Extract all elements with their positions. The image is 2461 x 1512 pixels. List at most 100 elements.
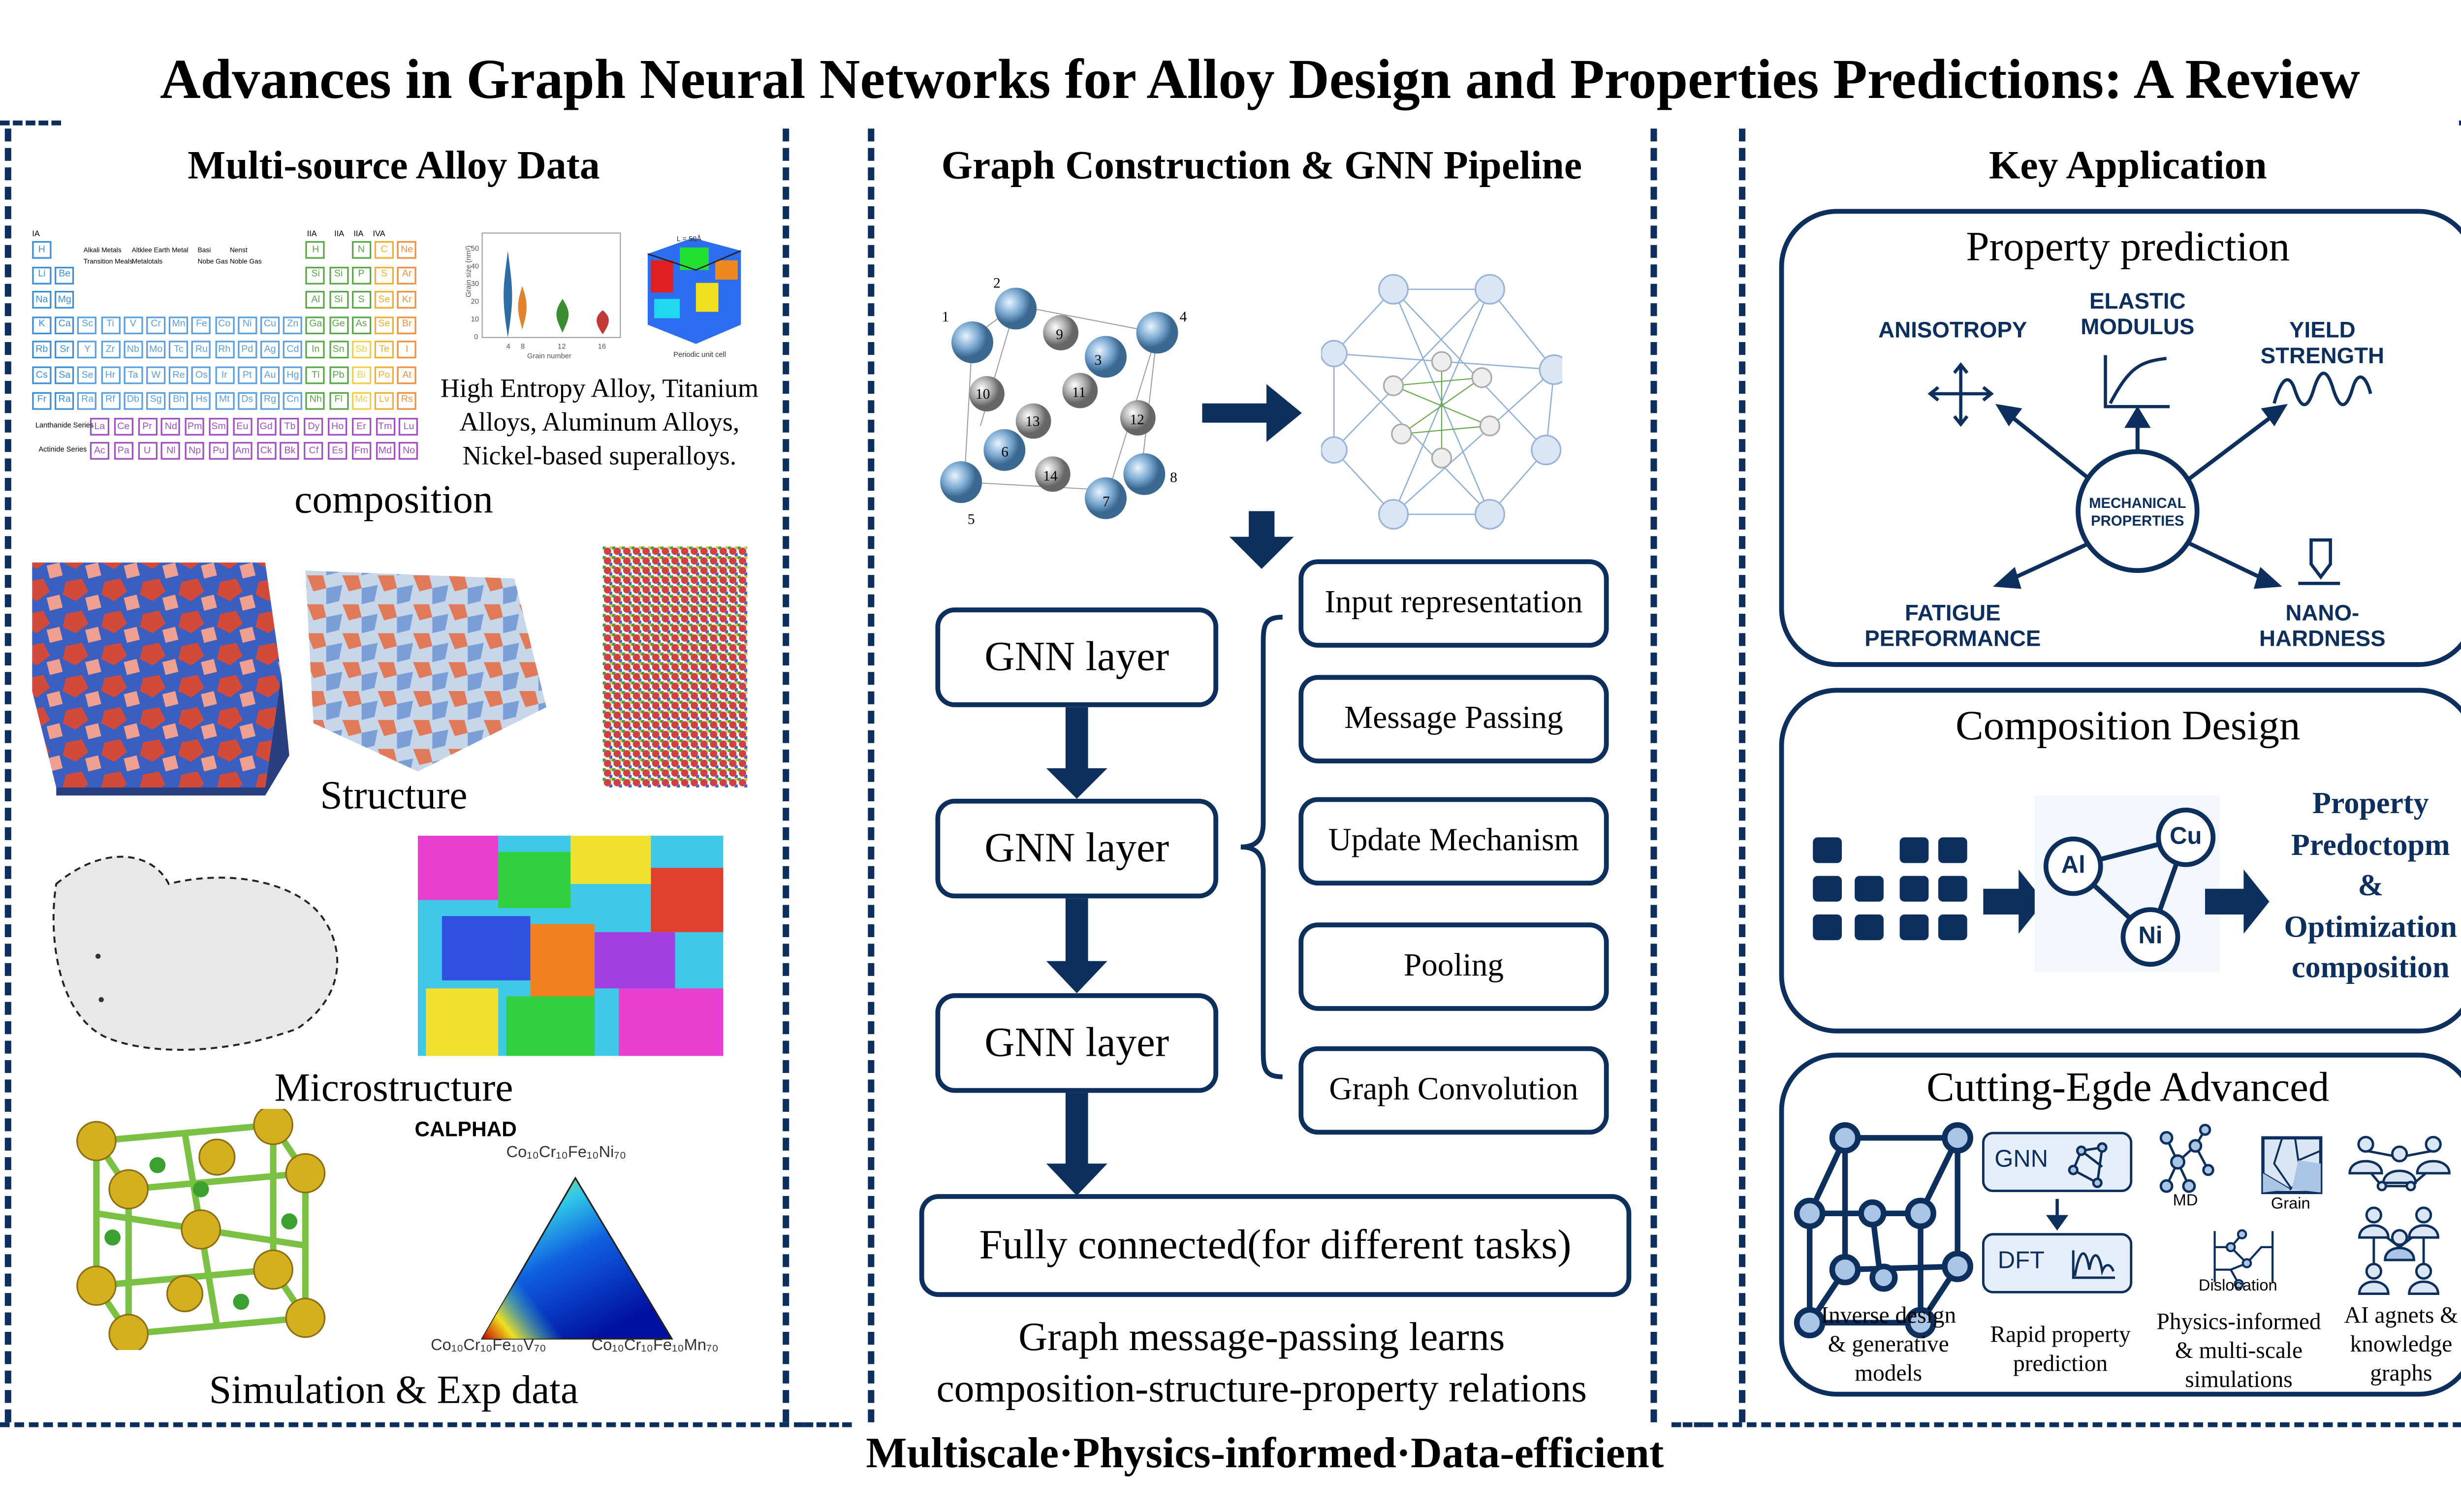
violin-12 [556, 299, 569, 333]
element-cell: Ca [55, 316, 74, 334]
element-cell: Pr [137, 417, 157, 436]
arrow-down-icon [1229, 511, 1294, 569]
svg-text:7: 7 [1103, 494, 1110, 510]
element-cell: S [351, 291, 371, 309]
element-cell: Sa [55, 366, 74, 384]
element-cell: Er [351, 417, 371, 436]
element-cell: Mg [55, 291, 74, 309]
element-cell: Tm [375, 417, 395, 436]
element-cell: Mn [169, 316, 189, 334]
element-cell: Nd [161, 417, 181, 436]
elastic-modulus-label: ELASTIC MODULUS [2081, 287, 2195, 339]
svg-text:8: 8 [1170, 470, 1177, 486]
figure-title: Advances in Graph Neural Networks for Al… [160, 48, 2360, 111]
element-cell: Ge [329, 316, 348, 334]
calphad-ternary-diagram [480, 1176, 673, 1340]
element-cell: Be [55, 266, 74, 284]
svg-text:3: 3 [1095, 352, 1102, 368]
microstructure-images [40, 835, 724, 1061]
element-cell: Sc [78, 316, 97, 334]
middle-heading: Graph Construction & GNN Pipeline [941, 144, 1582, 189]
group-label: IVA [373, 229, 385, 240]
gnn-layer-box: GNN layer [935, 798, 1219, 899]
element-cell: Ru [191, 341, 212, 359]
legend-item: Nobe Gas [197, 257, 228, 265]
grain-label: Grain [2271, 1196, 2310, 1214]
element-cell: Hs [191, 391, 212, 410]
svg-text:30: 30 [471, 280, 479, 288]
structure-label: Structure [320, 774, 468, 819]
step-graph-convolution: Graph Convolution [1298, 1046, 1609, 1135]
legend-item: Nenst [229, 246, 248, 254]
data-grid-icon [1813, 837, 1967, 941]
element-cell: Sg [146, 391, 166, 410]
element-cell: Rf [100, 391, 120, 410]
element-cell: Hg [283, 366, 303, 384]
element-cell: Re [169, 366, 189, 384]
element-cell: No [399, 441, 419, 460]
gnn-layer-box: GNN layer [935, 607, 1219, 707]
gnn-layer-box: GNN layer [935, 993, 1219, 1093]
yield-strength-label: YIELD STRENGTH [2260, 316, 2385, 368]
svg-text:5: 5 [968, 511, 975, 527]
group-label: IIA [334, 229, 345, 240]
element-cell: Bk [280, 441, 300, 460]
cutting-edge-panel: Cutting-Egde Advanced [1779, 1052, 2461, 1397]
element-cell: Ti [100, 316, 120, 334]
element-cell: Fe [191, 316, 212, 334]
actinide-label: Actinide Series [38, 445, 87, 453]
periodic-unit-cell-icon [647, 238, 741, 344]
element-cell: Li [32, 266, 52, 284]
divider [0, 1422, 804, 1427]
grain-block-image [32, 562, 282, 788]
svg-text:2: 2 [993, 275, 1001, 291]
svg-text:10: 10 [471, 315, 479, 323]
element-cell: V [123, 316, 143, 334]
violin-ylabel: Grain size (nm²) [465, 246, 473, 297]
element-cell: Nb [123, 341, 143, 359]
graph-network-image [1321, 274, 1562, 530]
cutting-edge-icons [1794, 1122, 2451, 1339]
crystal-lattice-icon [1794, 1122, 1973, 1339]
element-cell: Db [123, 391, 143, 410]
element-cell: Fr [32, 391, 52, 410]
step-message-passing: Message Passing [1298, 675, 1609, 764]
element-cell: Ra [55, 391, 74, 410]
group-label: IA [32, 229, 40, 240]
simulation-label: Simulation & Exp data [209, 1369, 579, 1413]
element-cell: Ni [237, 316, 257, 334]
element-cell: Ck [256, 441, 276, 460]
element-cell: Lu [399, 417, 419, 436]
node-ni: Ni [2138, 922, 2163, 950]
element-cell: Ds [237, 391, 257, 410]
svg-text:20: 20 [471, 298, 479, 306]
element-cell: Zr [100, 341, 120, 359]
svg-text:11: 11 [1072, 385, 1086, 401]
grain-icon [2261, 1136, 2323, 1195]
lanthanide-label: Lanthanide Series [35, 421, 94, 429]
gnn-icon [1982, 1132, 2133, 1193]
footer-tagline: Multiscale·Physics-informed·Data-efficie… [866, 1428, 1664, 1477]
gnn-label: GNN [1994, 1146, 2049, 1173]
structure-images [32, 546, 748, 796]
svg-text:12: 12 [1130, 412, 1144, 428]
node-cu: Cu [2170, 822, 2202, 850]
mechanical-properties-label: MECHANICAL PROPERTIES [2089, 495, 2186, 529]
element-cell: Am [232, 441, 252, 460]
grain-slab-image [305, 570, 547, 772]
arrow-right-icon [1202, 384, 1302, 442]
element-cell: Sn [329, 341, 348, 359]
calphad-top-label: Co₁₀Cr₁₀Fe₁₀Ni₇₀ [506, 1144, 627, 1162]
element-cell: Ne [397, 241, 417, 259]
element-cell: Na [32, 291, 52, 309]
violin-xlabel: Grain number [527, 352, 571, 360]
legend-item: Noble Gas [229, 257, 262, 265]
element-cell: Sr [55, 341, 74, 359]
svg-text:0: 0 [474, 333, 478, 341]
